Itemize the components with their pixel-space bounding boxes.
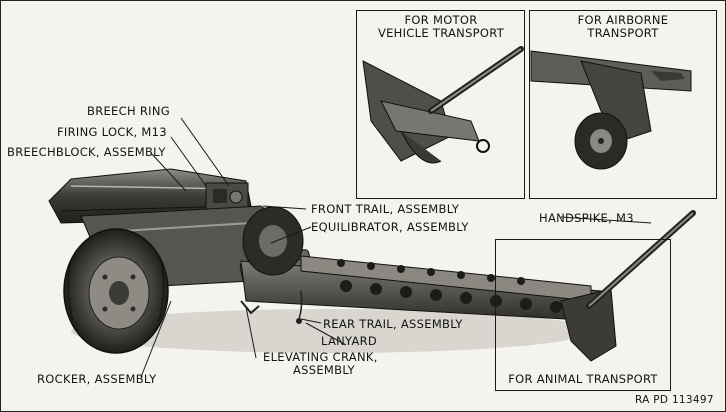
- inset-airborne-line1: FOR AIRBORNE: [577, 13, 669, 27]
- label-breechblock: BREECHBLOCK, ASSEMBLY: [7, 145, 166, 159]
- inset-animal-caption: FOR ANIMAL TRANSPORT: [508, 372, 658, 386]
- inset-motor-frame: [356, 10, 525, 199]
- label-elevating-crank-2: ASSEMBLY: [293, 363, 355, 377]
- label-lanyard: LANYARD: [321, 334, 378, 348]
- reference-code: RA PD 113497: [635, 394, 714, 406]
- inset-animal-frame: [495, 239, 671, 391]
- label-equilibrator: EQUILIBRATOR, ASSEMBLY: [311, 220, 469, 234]
- inset-airborne-line2: TRANSPORT: [587, 26, 659, 40]
- label-breech-ring: BREECH RING: [87, 104, 170, 118]
- label-front-trail: FRONT TRAIL, ASSEMBLY: [311, 202, 460, 216]
- label-elevating-crank-1: ELEVATING CRANK,: [263, 350, 378, 364]
- inset-airborne-caption: FOR AIRBORNE TRANSPORT: [531, 14, 715, 40]
- inset-motor-art: [362, 46, 524, 164]
- label-handspike: HANDSPIKE, M3: [539, 211, 634, 225]
- label-firing-lock: FIRING LOCK, M13: [57, 125, 167, 139]
- inset-motor-caption: FOR MOTOR VEHICLE TRANSPORT: [359, 14, 523, 40]
- lanyard-cord: [298, 290, 303, 320]
- inset-airborne-frame: [529, 10, 717, 199]
- inset-motor-line2: VEHICLE TRANSPORT: [377, 26, 505, 40]
- label-rear-trail: REAR TRAIL, ASSEMBLY: [323, 317, 463, 331]
- label-rocker: ROCKER, ASSEMBLY: [37, 372, 157, 386]
- ground-shadow: [71, 309, 591, 353]
- inset-motor-line1: FOR MOTOR: [404, 13, 478, 27]
- inset-airborne-art: [530, 50, 692, 170]
